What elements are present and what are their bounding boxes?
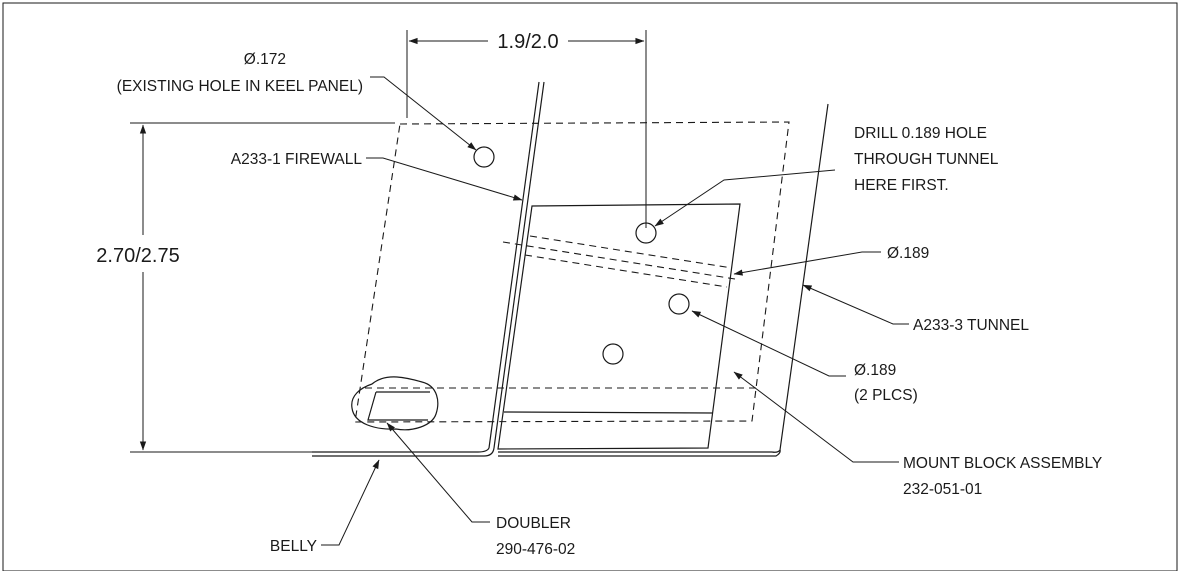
doubler	[351, 376, 439, 431]
label-hole-189-plcs: Ø.189	[854, 362, 896, 379]
label-drill-line2: THROUGH TUNNEL	[854, 151, 999, 168]
label-drill-line3: HERE FIRST.	[854, 177, 949, 194]
label-mount-line2: 232-051-01	[903, 481, 982, 498]
hole-172	[473, 146, 495, 168]
height-dimension: 2.70/2.75	[96, 122, 395, 453]
leader-doubler	[386, 422, 490, 523]
width-dimension: 1.9/2.0	[406, 30, 647, 228]
label-doubler-line1: DOUBLER	[496, 515, 571, 532]
width-dimension-label: 1.9/2.0	[497, 31, 558, 53]
firewall	[477, 81, 545, 457]
leader-hole-189-plcs	[691, 310, 846, 377]
label-belly: BELLY	[270, 538, 317, 555]
leader-mount	[733, 371, 899, 463]
keel-panel-outline	[354, 121, 790, 423]
label-hole-172: Ø.172	[244, 51, 286, 68]
label-doubler-line2: 290-476-02	[496, 541, 575, 558]
leader-hole-189-top	[733, 251, 881, 276]
label-tunnel: A233-3 TUNNEL	[913, 317, 1029, 334]
label-mount-line1: MOUNT BLOCK ASSEMBLY	[903, 455, 1102, 472]
height-dimension-label: 2.70/2.75	[96, 245, 179, 267]
hole-189-b	[602, 343, 624, 365]
through-hole-lines	[502, 235, 736, 288]
tunnel	[771, 103, 829, 453]
hole-drill-first	[635, 222, 657, 244]
hole-189-a	[668, 293, 690, 315]
belly	[312, 449, 781, 457]
leader-tunnel	[802, 284, 909, 325]
label-hole-189-plcs-note: (2 PLCS)	[854, 387, 918, 404]
mount-block	[497, 203, 741, 450]
label-hole-189-top: Ø.189	[887, 245, 929, 262]
label-firewall: A233-1 FIREWALL	[231, 151, 363, 168]
leader-drill	[654, 169, 836, 227]
leader-hole-172	[370, 76, 477, 151]
leader-firewall	[366, 157, 523, 201]
leader-belly	[321, 459, 380, 546]
label-hole-172-note: (EXISTING HOLE IN KEEL PANEL)	[117, 78, 363, 95]
label-drill-line1: DRILL 0.189 HOLE	[854, 125, 987, 142]
